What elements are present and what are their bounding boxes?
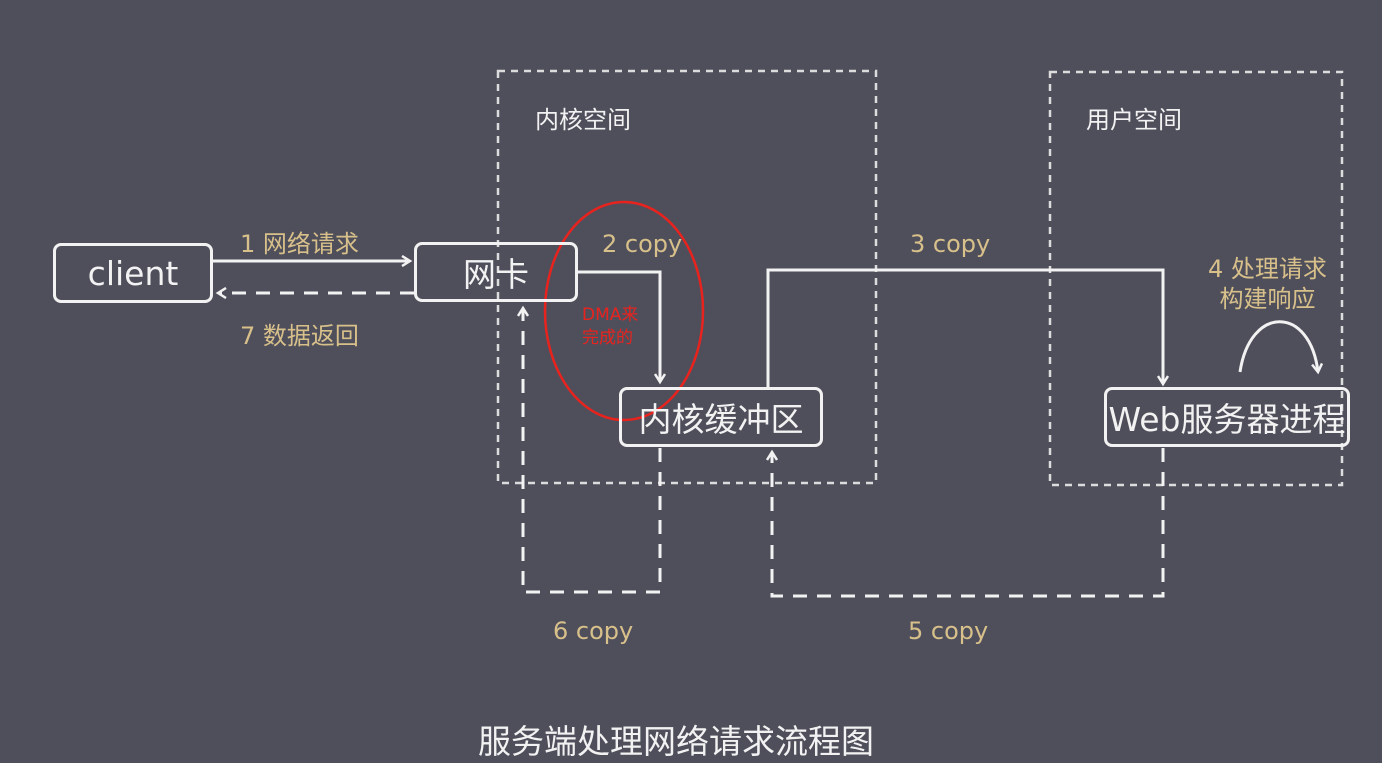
dma-annotation: DMA来 完成的 <box>582 304 638 350</box>
arrow-4-loop <box>1238 320 1318 372</box>
arrow-2 <box>578 270 660 382</box>
step-4-line2: 构建响应 <box>1219 285 1316 313</box>
step-6-label: 6 copy <box>553 617 634 645</box>
client-node: client <box>53 243 213 303</box>
kernel-buffer-node: 内核缓冲区 <box>619 387 823 447</box>
nic-node-label: 网卡 <box>463 255 529 294</box>
kernel-buffer-node-label: 内核缓冲区 <box>638 400 804 439</box>
diagram-title: 服务端处理网络请求流程图 <box>478 722 874 761</box>
kernel-space-border <box>496 69 878 485</box>
step-3-label: 3 copy <box>910 230 991 258</box>
step-1-label: 1 网络请求 <box>240 230 359 258</box>
arrow-5 <box>772 448 1165 598</box>
arrow-3 <box>766 268 1163 388</box>
step-7-label: 7 数据返回 <box>240 322 359 350</box>
step-4-line1: 4 处理请求 <box>1208 255 1327 283</box>
nic-node: 网卡 <box>414 242 578 302</box>
kernel-space-label: 内核空间 <box>535 106 631 134</box>
dma-annotation-line2: 完成的 <box>582 328 633 348</box>
dma-annotation-line1: DMA来 <box>582 305 639 325</box>
user-space-label: 用户空间 <box>1086 106 1182 134</box>
step-5-label: 5 copy <box>908 617 989 645</box>
dma-annotation-ellipse <box>543 200 705 422</box>
step-2-label: 2 copy <box>602 230 683 258</box>
client-node-label: client <box>87 253 179 293</box>
arrow-6 <box>523 308 662 594</box>
step-4-label: 4 处理请求 构建响应 <box>1208 254 1327 314</box>
user-space-border <box>1048 70 1344 487</box>
web-server-node: Web服务器进程 <box>1104 387 1350 447</box>
web-server-node-label: Web服务器进程 <box>1108 400 1346 439</box>
